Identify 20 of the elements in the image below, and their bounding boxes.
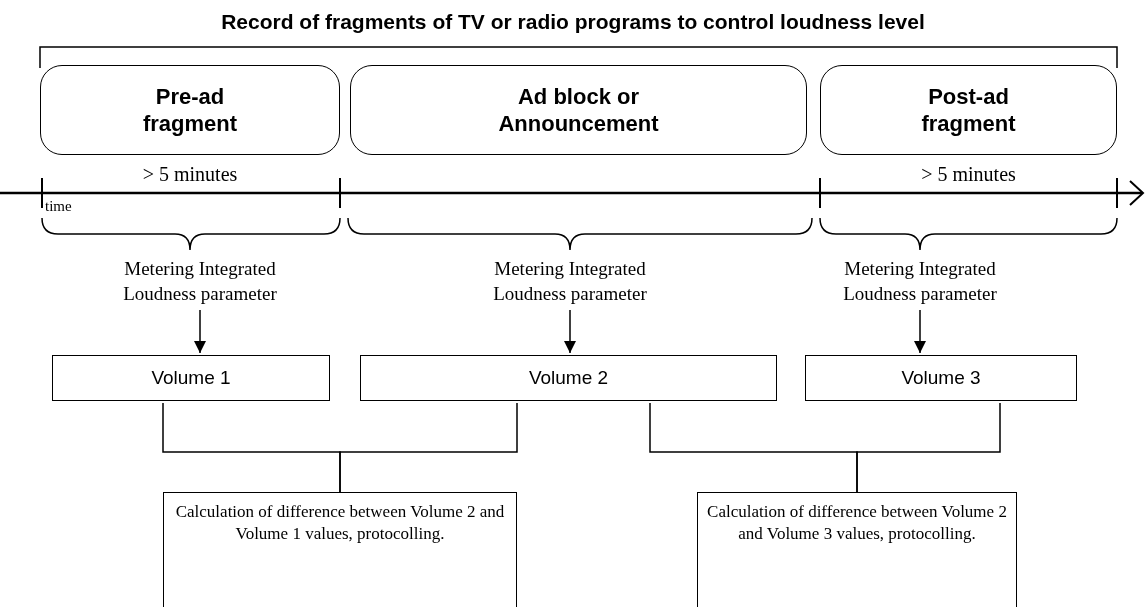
axis-label: time — [45, 198, 73, 215]
process-box: Calculation of difference between Volume 2 and Volume 1 values, protocolling. — [163, 492, 517, 607]
duration-label: > 5 minutes — [920, 163, 1017, 186]
rounded-box: Ad block or Announcement — [350, 65, 807, 155]
rounded-box: Post-ad fragment — [820, 65, 1117, 155]
connector-line — [339, 402, 518, 493]
process-box: Calculation of difference between Volume 2 and Volume 3 values, protocolling. — [697, 492, 1017, 607]
arrow — [914, 309, 926, 354]
process-box: Volume 1 — [52, 355, 330, 401]
process-box: Volume 2 — [360, 355, 777, 401]
process-box: Volume 3 — [805, 355, 1077, 401]
annotation-text: Metering Integrated Loudness parameter — [95, 256, 305, 308]
diagram-title: Record of fragments of TV or radio programs to control loudness level — [220, 10, 926, 34]
duration-label: > 5 minutes — [141, 163, 239, 186]
rounded-box: Pre-ad fragment — [40, 65, 340, 155]
annotation-text: Metering Integrated Loudness parameter — [470, 256, 670, 308]
connector-line — [856, 402, 1001, 493]
arrow — [194, 309, 206, 354]
annotation-text: Metering Integrated Loudness parameter — [815, 256, 1025, 308]
arrow — [564, 309, 576, 354]
